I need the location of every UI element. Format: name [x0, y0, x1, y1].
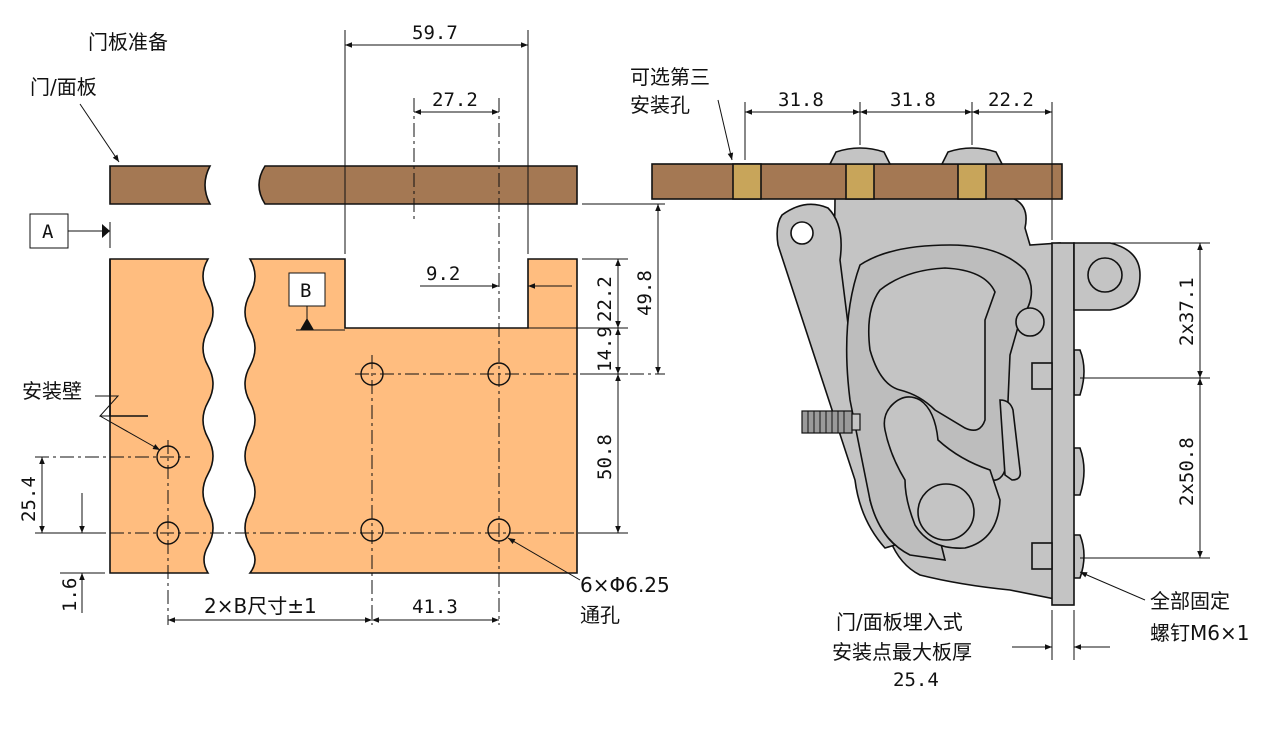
dim-22-2-left: 22.2: [594, 276, 616, 322]
screw-insert-2: [957, 163, 987, 200]
dim-41-3: 41.3: [412, 596, 458, 618]
screws-line1: 全部固定: [1150, 589, 1230, 613]
hole-spec-line1: 6×Φ6.25: [580, 573, 670, 597]
mount-wall-label: 安装壁: [22, 379, 82, 403]
hinge-mounting-plate-bosses: [1073, 349, 1085, 579]
optional-hole-line2: 安装孔: [630, 93, 690, 117]
screw-head-2: [940, 147, 1004, 165]
dim-31-8-a: 31.8: [778, 89, 824, 111]
right-view: [651, 99, 1210, 660]
dim-27-2: 27.2: [432, 89, 478, 111]
dim-25-4: 25.4: [18, 476, 40, 522]
screws-line2: 螺钉M6×1: [1150, 621, 1249, 645]
dim-2x37-1: 2x37.1: [1176, 277, 1198, 346]
dim-22-2-right: 22.2: [988, 89, 1034, 111]
left-view: [29, 30, 665, 625]
stud-bolt: [801, 410, 861, 434]
dim-49-8: 49.8: [634, 270, 656, 316]
door-panel-left-piece: [109, 165, 212, 205]
embed-line1: 门/面板埋入式: [836, 610, 963, 634]
hinge-mounting-plate: [1051, 242, 1075, 606]
dim-59-7: 59.7: [412, 22, 458, 44]
embed-line2: 安装点最大板厚: [832, 640, 972, 664]
dim-50-8: 50.8: [594, 434, 616, 480]
door-prep-title: 门板准备: [88, 30, 168, 54]
door-panel-right-piece: [258, 165, 578, 205]
embed-line3: 25.4: [893, 669, 939, 691]
dim-2xb: 2×B尺寸±1: [204, 594, 317, 618]
datum-b-label: B: [300, 280, 311, 302]
optional-hole-insert: [732, 163, 762, 200]
optional-hole-line1: 可选第三: [630, 65, 710, 89]
dim-2x50-8: 2x50.8: [1176, 437, 1198, 506]
mounting-wall-left-piece: [109, 258, 214, 574]
dim-31-8-b: 31.8: [890, 89, 936, 111]
dim-14-9: 14.9: [594, 326, 616, 372]
datum-a-label: A: [42, 221, 54, 243]
screw-head-1: [828, 147, 892, 165]
mounting-wall-right-piece: [244, 258, 578, 574]
datum-b-box: [288, 272, 326, 307]
hole-spec-line2: 通孔: [580, 603, 620, 627]
screw-insert-1: [845, 163, 875, 200]
dim-9-2: 9.2: [426, 263, 460, 285]
dim-1-6: 1.6: [59, 578, 81, 612]
door-panel-label: 门/面板: [30, 75, 97, 99]
hinge-cam-slot: [867, 267, 996, 431]
